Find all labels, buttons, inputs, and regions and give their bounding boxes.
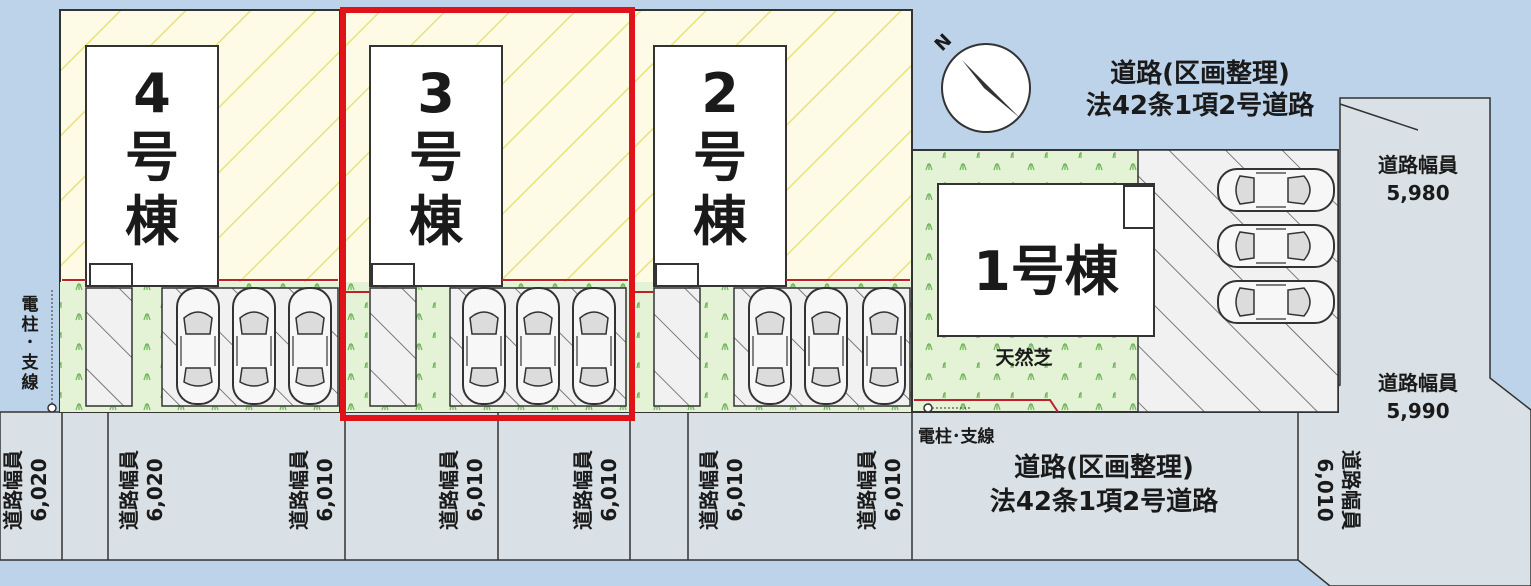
road-width-right-1-title: 道路幅員 [1378, 153, 1458, 177]
pole-left-c2: 柱 [22, 314, 39, 335]
walkway-3 [369, 287, 417, 407]
utility-pole-left: 電 柱 ･ 支 線 [22, 290, 57, 413]
svg-text:6,020: 6,020 [27, 458, 51, 521]
svg-text:6,020: 6,020 [143, 458, 167, 521]
building-2-go: 号 [693, 126, 747, 189]
pole-left-c1: 電 [22, 295, 39, 315]
building-4-number: 4 [133, 62, 171, 125]
svg-text:道路幅員: 道路幅員 [117, 450, 141, 530]
road-width-right-2-title: 道路幅員 [1378, 371, 1458, 395]
building-1-label: 1号棟 [973, 240, 1120, 303]
utility-pole-right: 電柱･支線 [918, 403, 995, 447]
svg-text:6,010: 6,010 [881, 458, 905, 521]
svg-text:6,010: 6,010 [313, 458, 337, 521]
svg-text:道路幅員: 道路幅員 [571, 450, 595, 530]
road-joints [61, 412, 913, 560]
road-width-bottom-6: 道路幅員 6,010 [697, 450, 747, 530]
svg-text:道路幅員: 道路幅員 [855, 450, 879, 530]
road-width-bottom-4: 道路幅員 6,010 [437, 450, 487, 530]
building-3-number: 3 [417, 62, 455, 125]
svg-text:6,010: 6,010 [597, 458, 621, 521]
building-3[interactable]: 3 号 棟 [369, 45, 503, 287]
cars-lot-1 [1218, 169, 1334, 323]
building-4-to: 棟 [125, 190, 180, 253]
svg-text:6,010: 6,010 [463, 458, 487, 521]
selected-building-highlight[interactable] [340, 7, 635, 421]
entrance-step-4 [89, 263, 133, 287]
svg-text:6,010: 6,010 [723, 458, 747, 521]
road-width-right-1-value: 5,980 [1386, 181, 1449, 205]
road-width-bottom-2: 道路幅員 6,020 [117, 450, 167, 530]
road-top-line1: 道路(区画整理) [1110, 58, 1290, 89]
building-4-go: 号 [125, 126, 179, 189]
building-3-go: 号 [409, 126, 463, 189]
cars-lot-2 [748, 287, 906, 405]
pole-right-label: 電柱･支線 [918, 426, 995, 447]
road-width-bottom-3: 道路幅員 6,010 [287, 450, 337, 530]
lawn-label: 天然芝 [995, 346, 1052, 369]
entrance-step-1 [1123, 185, 1155, 229]
building-3-to: 棟 [409, 190, 464, 253]
road-width-bottom-7: 道路幅員 6,010 [855, 450, 905, 530]
svg-text:道路幅員: 道路幅員 [287, 450, 311, 530]
walkway-2 [653, 287, 701, 407]
entrance-step-2 [655, 263, 699, 287]
building-2-number: 2 [701, 62, 739, 125]
road-width-bottom-5: 道路幅員 6,010 [571, 450, 621, 530]
svg-text:6,010: 6,010 [1313, 458, 1337, 521]
pole-left-c5: 線 [22, 372, 39, 393]
pole-left-c3: ･ [26, 333, 35, 353]
svg-text:道路幅員: 道路幅員 [1339, 450, 1363, 530]
road-top-line2: 法42条1項2号道路 [1086, 90, 1315, 121]
building-1[interactable]: 1号棟 [937, 183, 1155, 337]
cars-lot-3 [462, 287, 616, 405]
road-width-bottom-1: 道路幅員 6,020 [1, 450, 51, 530]
walkway-4 [85, 287, 133, 407]
entrance-step-3 [371, 263, 415, 287]
road-width-east-vertical: 道路幅員 6,010 [1313, 450, 1363, 530]
building-2[interactable]: 2 号 棟 [653, 45, 787, 287]
pole-left-c4: 支 [22, 352, 40, 373]
road-bottom-line2: 法42条1項2号道路 [990, 486, 1219, 517]
road-bottom-pavement [0, 411, 1531, 561]
road-width-right-2-value: 5,990 [1386, 399, 1449, 423]
svg-text:道路幅員: 道路幅員 [697, 450, 721, 530]
svg-text:道路幅員: 道路幅員 [437, 450, 461, 530]
north-compass-icon: N [931, 30, 1031, 133]
svg-text:道路幅員: 道路幅員 [1, 450, 25, 530]
building-2-to: 棟 [693, 190, 748, 253]
building-4[interactable]: 4 号 棟 [85, 45, 219, 287]
road-bottom-line1: 道路(区画整理) [1014, 452, 1194, 483]
cars-lot-4 [176, 287, 332, 405]
